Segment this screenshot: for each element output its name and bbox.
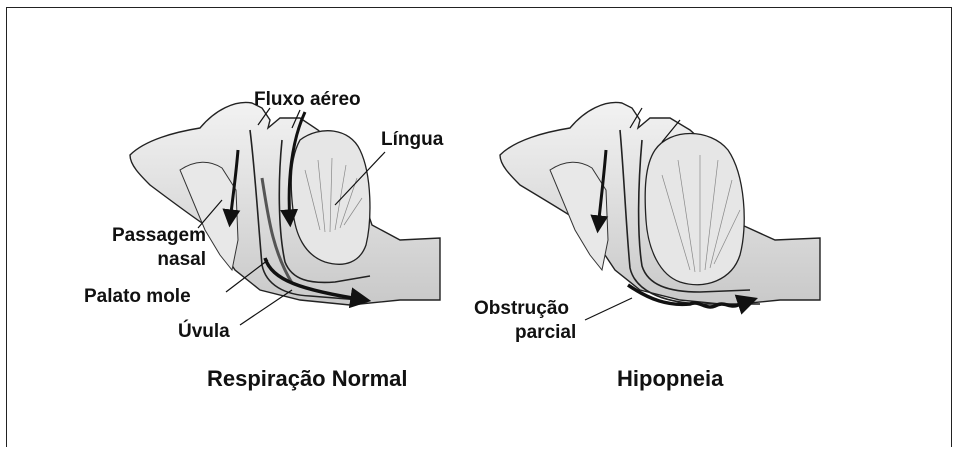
tongue-shape-right <box>645 134 744 285</box>
label-nasal-passage-line1: Passagem <box>86 225 206 246</box>
label-tongue: Língua <box>381 129 443 150</box>
label-partial-obstruction-line2: parcial <box>515 322 576 343</box>
label-uvula: Úvula <box>178 321 230 342</box>
leader-uvula <box>240 290 292 325</box>
leader-obstruction <box>585 298 632 320</box>
caption-hypopnea: Hipopneia <box>617 368 723 389</box>
caption-normal-breathing: Respiração Normal <box>207 368 408 389</box>
label-nasal-passage-line2: nasal <box>86 249 206 270</box>
label-airflow: Fluxo aéreo <box>254 89 361 110</box>
hypopnea-airway-illustration <box>500 102 820 320</box>
label-soft-palate: Palato mole <box>84 286 191 307</box>
label-partial-obstruction-line1: Obstrução <box>474 298 569 319</box>
